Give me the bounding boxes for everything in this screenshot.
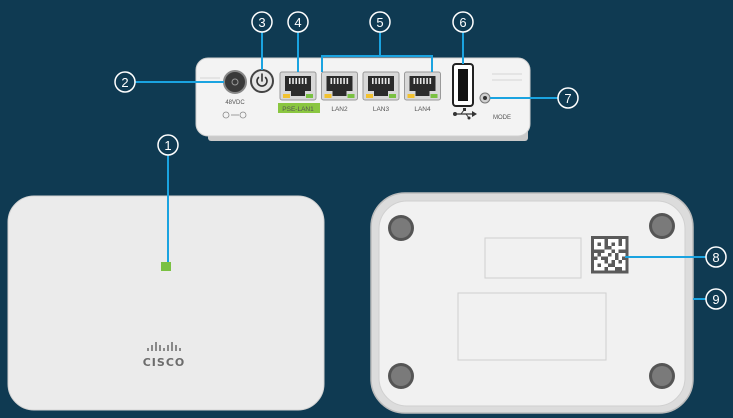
- ethernet-ports: PSE-LAN1 LAN2 LAN3 LAN4: [279, 71, 441, 113]
- power-button[interactable]: [250, 69, 274, 93]
- front-view: CISCO: [7, 195, 325, 411]
- power-icon: [256, 73, 268, 87]
- status-led: [161, 262, 171, 271]
- svg-text:9: 9: [712, 292, 719, 307]
- bottom-view: [370, 192, 694, 414]
- dc-power-jack: [223, 70, 247, 94]
- label-area: [484, 237, 582, 279]
- callout-9: 9: [705, 288, 727, 310]
- label-area: [457, 292, 607, 361]
- pse-port-highlight: [278, 103, 320, 113]
- callout-7: 7: [557, 87, 579, 109]
- polarity-icon: [222, 111, 247, 119]
- mode-label: MODE: [493, 115, 511, 121]
- rubber-foot: [388, 363, 414, 389]
- bottom-inner: [378, 200, 686, 407]
- port-label: LAN4: [414, 106, 431, 113]
- ethernet-port[interactable]: [321, 71, 358, 101]
- ethernet-port[interactable]: [279, 71, 317, 101]
- svg-text:1: 1: [164, 138, 171, 153]
- svg-text:5: 5: [376, 15, 383, 30]
- usb-port[interactable]: [452, 63, 474, 107]
- callout-badges: 1 2 3 4 5 6 7 8: [114, 11, 727, 310]
- svg-text:3: 3: [258, 15, 265, 30]
- svg-text:4: 4: [294, 15, 301, 30]
- cisco-logo: CISCO: [143, 342, 186, 369]
- power-label: 48VDC: [225, 100, 245, 106]
- callout-2: 2: [114, 71, 136, 93]
- ethernet-port[interactable]: [362, 71, 400, 101]
- svg-text:8: 8: [712, 250, 719, 265]
- port-label: PSE-LAN1: [282, 106, 314, 113]
- rubber-foot: [649, 213, 675, 239]
- qr-code-icon: [591, 236, 629, 274]
- callout-8: 8: [705, 246, 727, 268]
- callout-1: 1: [157, 134, 179, 156]
- rubber-foot: [649, 363, 675, 389]
- port-label: LAN2: [331, 106, 348, 113]
- rear-panel: 48VDC PSE-LAN1 LAN2 LAN3 LAN4: [195, 57, 531, 141]
- leader-bracket-5: [321, 55, 433, 72]
- callout-5: 5: [369, 11, 391, 33]
- svg-text:7: 7: [564, 91, 571, 106]
- port-label: LAN3: [373, 106, 390, 113]
- brand-logo-text: CISCO: [143, 356, 186, 369]
- callout-6: 6: [452, 11, 474, 33]
- rubber-foot: [388, 215, 414, 241]
- front-body: [7, 195, 325, 411]
- svg-text:2: 2: [121, 75, 128, 90]
- ethernet-port[interactable]: [404, 71, 441, 101]
- mode-button[interactable]: [479, 92, 491, 104]
- callout-4: 4: [287, 11, 309, 33]
- callout-3: 3: [251, 11, 273, 33]
- svg-text:6: 6: [459, 15, 466, 30]
- callout-lines: [135, 32, 706, 300]
- usb-icon: [453, 108, 477, 120]
